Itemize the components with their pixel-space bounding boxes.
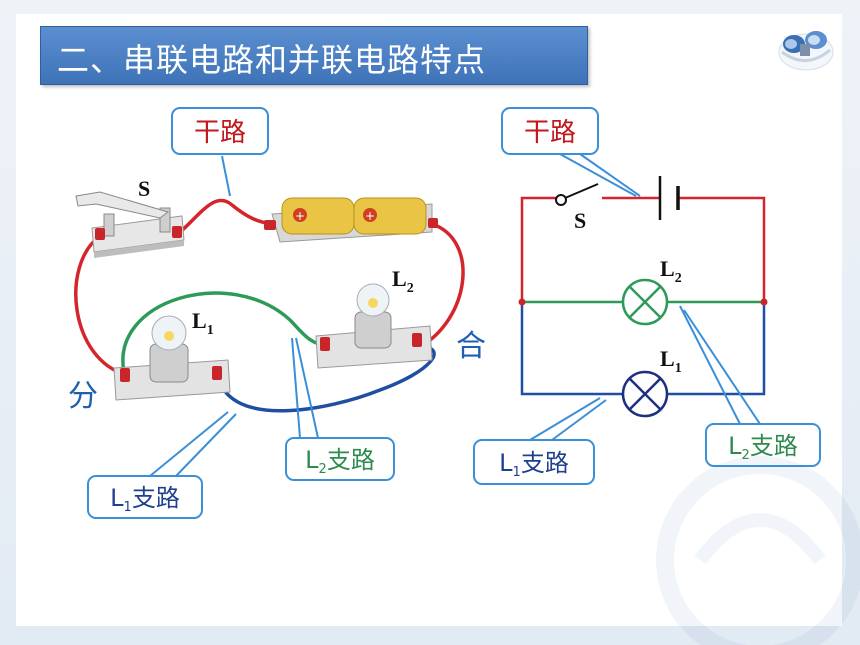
right-branch1-callout: L1支路 (473, 397, 607, 485)
title-banner: 二、串联电路和并联电路特点 (40, 26, 588, 85)
svg-text:干路: 干路 (194, 118, 246, 148)
schematic (518, 176, 768, 418)
svg-text:L1支路: L1支路 (499, 449, 569, 480)
lamp-l2 (315, 283, 433, 369)
watermark-emblem (656, 456, 860, 645)
right-lamp1-label: L1 (660, 346, 682, 376)
binoculars-icon (778, 31, 834, 71)
svg-text:干路: 干路 (524, 118, 576, 148)
main-wire-left-a (176, 198, 273, 236)
svg-text:+: + (365, 209, 375, 223)
left-main-callout: 干路 (171, 107, 269, 197)
split-label: 分 (68, 379, 98, 414)
branch-l1-wire (216, 344, 436, 413)
page-title: 二、串联电路和并联电路特点 (57, 41, 487, 79)
right-switch-label: S (574, 208, 586, 233)
left-branch2-callout: L2支路 (285, 337, 395, 481)
main-wire-left-b (417, 222, 465, 350)
svg-text:L1支路: L1支路 (110, 484, 180, 515)
left-lamp2-label: L2 (392, 266, 414, 296)
svg-text:L2支路: L2支路 (305, 446, 375, 477)
svg-text:L2支路: L2支路 (728, 432, 798, 463)
right-branch2-callout: L2支路 (679, 305, 821, 467)
knife-switch (75, 191, 185, 258)
left-switch-label: S (138, 176, 150, 201)
lamp-l1 (113, 315, 231, 401)
slide-background (16, 14, 842, 626)
left-lamp1-label: L1 (192, 308, 214, 338)
branch-l2-wire (121, 291, 327, 373)
left-branch1-callout: L1支路 (87, 411, 237, 519)
merge-label: 合 (456, 329, 486, 364)
svg-text:+: + (295, 209, 305, 223)
right-main-callout: 干路 (501, 107, 641, 197)
battery-holder: + + (264, 197, 438, 243)
main-wire-left-c (74, 234, 128, 377)
right-lamp2-label: L2 (660, 256, 682, 286)
